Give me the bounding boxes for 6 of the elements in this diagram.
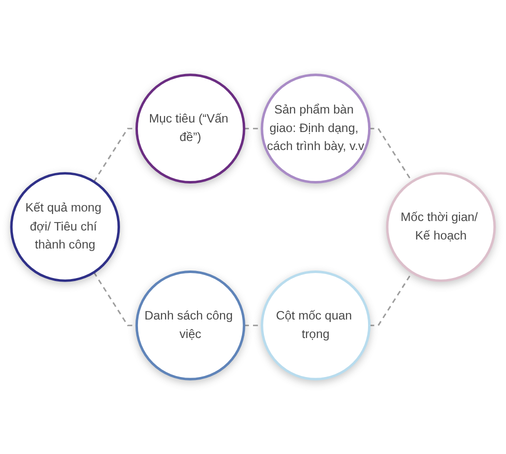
node-circle: Kết quả mong đợi/ Tiêu chí thành công [10, 172, 120, 282]
node-circle: Danh sách công việc [135, 270, 246, 380]
node-circle: Mục tiêu (“Vấn đề”) [135, 74, 246, 184]
node-circle: Mốc thời gian/ Kế hoạch [386, 172, 496, 282]
node-circle: Cột mốc quan trọng [260, 270, 371, 380]
node-circle: Sản phẩm bàn giao: Định dạng, cách trình bày, v.v [260, 74, 371, 184]
